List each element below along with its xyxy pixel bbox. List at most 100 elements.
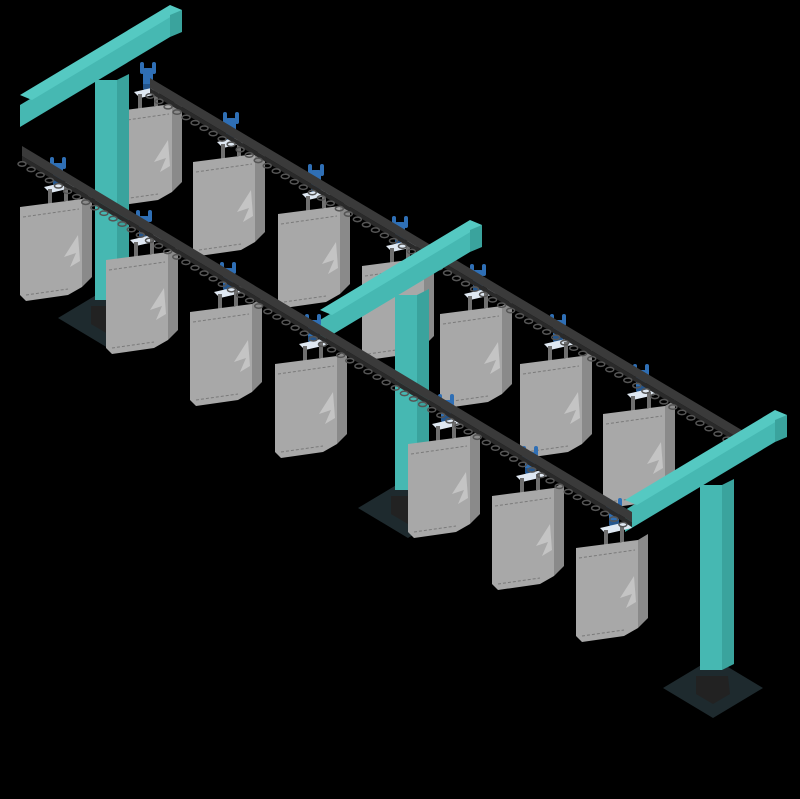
rail-underside — [22, 156, 632, 527]
hanging-bag — [576, 498, 648, 642]
chain-link — [99, 210, 109, 217]
bag-handle — [548, 346, 552, 362]
bag-side — [470, 430, 480, 524]
chain-link — [181, 114, 191, 121]
bag-stitch — [497, 577, 541, 585]
bag-fold — [64, 235, 80, 267]
chain-link — [90, 204, 100, 211]
bag-fold — [620, 576, 636, 608]
post-crossbar-end — [470, 225, 482, 252]
chain-link — [363, 368, 373, 375]
chain-link — [641, 388, 651, 394]
chain-link — [108, 215, 118, 222]
chain-link — [345, 357, 355, 364]
chain-link — [623, 377, 633, 384]
chain-link — [527, 466, 537, 473]
chain-link — [208, 130, 218, 137]
bag-handle — [452, 422, 456, 438]
bag-stitch — [195, 393, 239, 401]
chain-link — [199, 270, 209, 277]
chain-link — [17, 161, 27, 167]
bag-front — [190, 304, 252, 406]
bag-stitch — [283, 295, 327, 303]
chain-link — [244, 152, 254, 158]
chain-link — [586, 355, 597, 362]
chain-link — [35, 171, 45, 178]
post-crossbar-end — [170, 10, 182, 37]
chain-link — [469, 286, 480, 293]
chain-link — [272, 314, 282, 320]
bag-front — [275, 356, 337, 458]
bag-fold — [647, 442, 663, 474]
chain-link — [590, 505, 601, 512]
chain-link — [163, 103, 173, 110]
bag-stitch — [111, 341, 155, 349]
bag-front — [520, 356, 582, 458]
bag-fold — [237, 190, 253, 222]
bag-handle — [134, 242, 138, 258]
chain-link — [451, 275, 462, 282]
bag-fold — [564, 392, 580, 424]
rail-underside — [150, 88, 745, 447]
chain-link — [217, 135, 227, 142]
chain-link — [199, 125, 209, 132]
bag-stitch — [525, 445, 569, 453]
clamp-jaw-right — [152, 62, 156, 74]
chain-link — [154, 98, 164, 105]
post-column-face — [95, 80, 117, 300]
chain-link — [26, 166, 36, 173]
bag-fold — [484, 342, 500, 374]
post-column-side — [117, 74, 129, 300]
bag-front — [106, 252, 168, 354]
bag-stitch — [605, 415, 663, 425]
chain-link — [352, 216, 363, 223]
bag-handle — [631, 396, 635, 412]
hanging-bag — [278, 164, 350, 308]
clamp-jaw-right — [482, 264, 486, 276]
bag-fold — [319, 392, 335, 424]
post-column-face — [700, 485, 722, 670]
chain-link — [208, 275, 218, 282]
bag-handle — [218, 294, 222, 310]
chain-link — [572, 494, 583, 501]
bag-side — [172, 98, 182, 192]
bag-stitch — [280, 215, 338, 225]
chain-link — [499, 450, 510, 457]
chain-link — [650, 393, 660, 400]
bag-handle — [620, 526, 624, 542]
chain-link — [262, 162, 272, 169]
bag-front — [440, 306, 502, 408]
chain-link — [53, 182, 64, 189]
bag-fold — [150, 288, 166, 320]
post-crossbar-front — [320, 230, 470, 342]
chain-link — [460, 280, 471, 287]
bag-front — [603, 406, 665, 508]
chain-link — [496, 302, 507, 309]
chain-link — [568, 345, 579, 352]
chain-link — [659, 398, 669, 405]
bag-stitch — [108, 261, 166, 271]
bag-handle — [520, 478, 524, 494]
clamp-base — [553, 336, 563, 341]
chain-link — [326, 346, 337, 353]
chain-link — [372, 374, 382, 380]
chain-link — [117, 221, 127, 228]
chain-link — [343, 211, 354, 217]
bag-stitch — [494, 497, 552, 507]
bag-front — [20, 199, 82, 301]
post-crossbars — [20, 5, 787, 532]
bag-front — [408, 436, 470, 538]
post-crossbar-front — [625, 420, 775, 532]
chain-link — [135, 232, 146, 238]
bag-side — [638, 534, 648, 628]
chain-link — [454, 423, 464, 430]
chain-link — [596, 361, 606, 368]
post-column-side — [722, 479, 734, 670]
clamp-jaw-right — [62, 157, 66, 169]
bag-handle — [221, 144, 225, 160]
chain-link — [478, 291, 489, 298]
chain-link — [704, 425, 714, 432]
post-crossbar-top — [320, 220, 482, 315]
